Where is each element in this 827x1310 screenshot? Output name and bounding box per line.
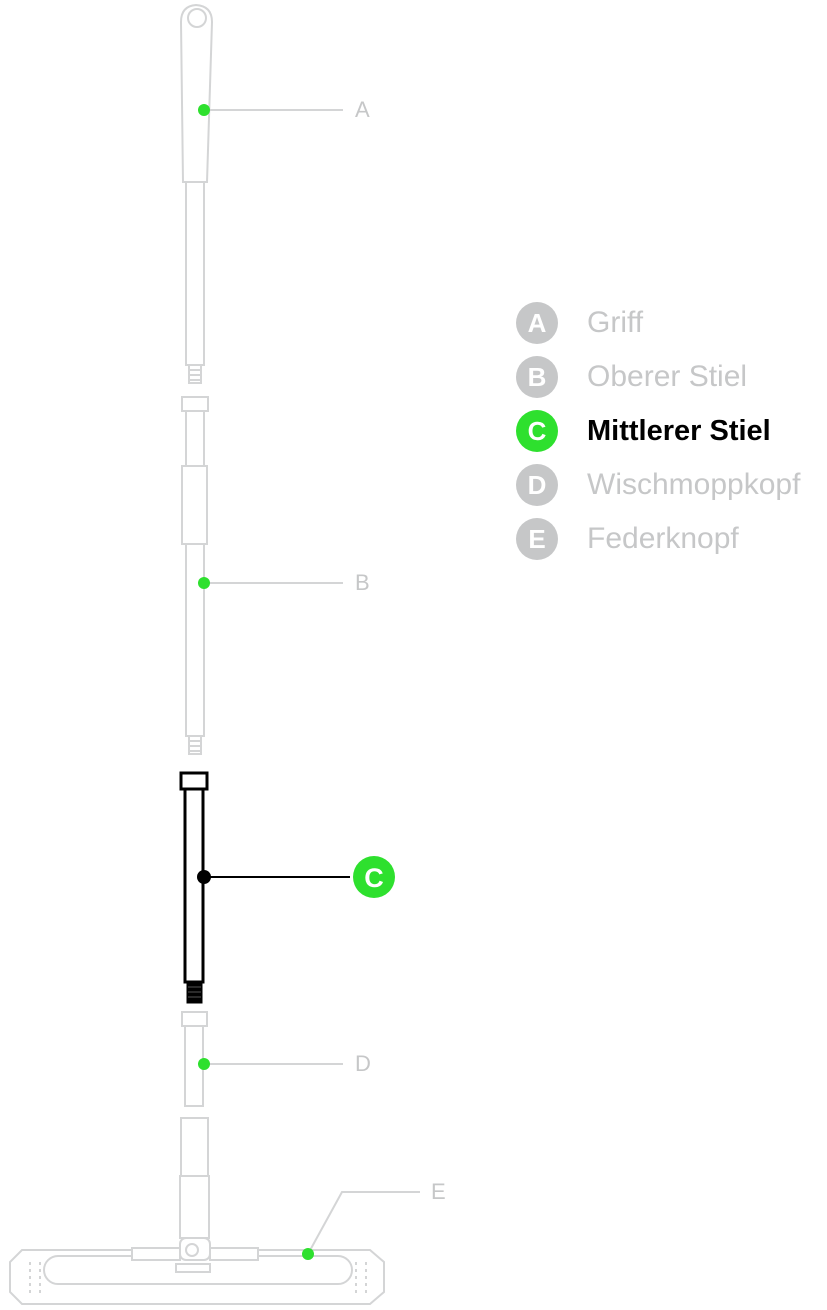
- legend-label-federknopf: Federknopf: [587, 522, 739, 555]
- legend-badge-c: C: [516, 410, 558, 452]
- part-c-middle-pole: [179, 771, 209, 1004]
- callout-a: A: [198, 97, 370, 122]
- legend-label-griff: Griff: [587, 306, 644, 339]
- callout-a-label: A: [355, 97, 370, 122]
- legend-item-griff: A Griff: [516, 302, 827, 346]
- legend-label-wischmoppkopf: Wischmoppkopf: [587, 468, 801, 501]
- dot-marker-icon: [198, 577, 210, 589]
- callout-c-label: C: [364, 863, 384, 893]
- legend-item-federknopf: E Federknopf: [516, 518, 827, 562]
- part-a-handle: [179, 3, 214, 384]
- legend-label-mittlerer-stiel: Mittlerer Stiel: [587, 415, 771, 447]
- callout-e-label: E: [431, 1179, 446, 1204]
- callout-b: B: [198, 570, 370, 595]
- legend-badge-e: E: [516, 518, 558, 560]
- dot-marker-icon: [302, 1248, 314, 1260]
- legend-label-oberer-stiel: Oberer Stiel: [587, 360, 748, 393]
- part-d-lower-pole: [179, 1011, 210, 1239]
- legend-item-wischmoppkopf: D Wischmoppkopf: [516, 464, 827, 508]
- dot-marker-icon: [198, 104, 210, 116]
- legend-item-mittlerer-stiel: C Mittlerer Stiel: [516, 410, 827, 454]
- dot-marker-icon: [198, 1058, 210, 1070]
- legend-badge-d: D: [516, 464, 558, 506]
- callout-c: C: [197, 856, 395, 898]
- callout-d-label: D: [355, 1051, 371, 1076]
- callout-c-badge: [353, 856, 395, 898]
- callout-d: D: [198, 1051, 371, 1076]
- callout-e: E: [302, 1179, 446, 1260]
- dot-marker-icon: [197, 870, 211, 884]
- legend-badge-a: A: [516, 302, 558, 344]
- part-b-upper-pole: [181, 396, 209, 755]
- part-e-mop-head: [9, 1237, 385, 1305]
- legend-item-oberer-stiel: B Oberer Stiel: [516, 356, 827, 400]
- callout-b-label: B: [355, 570, 370, 595]
- legend-badge-b: B: [516, 356, 558, 398]
